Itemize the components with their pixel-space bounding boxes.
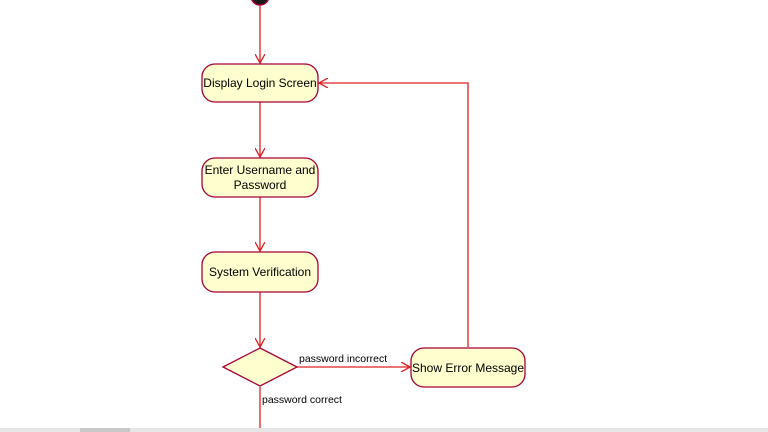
horizontal-scrollbar[interactable] [0,428,768,432]
scrollbar-thumb[interactable] [80,428,130,432]
node-enter-credentials-line1: Enter Username and [205,163,316,177]
node-system-verification: System Verification [201,251,319,293]
start-node [251,0,269,6]
node-system-verification-label: System Verification [209,265,311,279]
decision-node [221,347,299,387]
edge-label-password-incorrect: password incorrect [299,353,387,365]
node-enter-credentials: Enter Username and Password [201,157,319,198]
edge-label-password-correct: password correct [262,394,342,406]
node-display-login-label: Display Login Screen [203,76,316,90]
node-show-error-message: Show Error Message [410,347,526,388]
node-show-error-label: Show Error Message [412,361,524,375]
node-enter-credentials-line2: Password [234,178,287,192]
node-display-login-screen: Display Login Screen [201,63,319,103]
edge-error-to-login [319,83,469,347]
